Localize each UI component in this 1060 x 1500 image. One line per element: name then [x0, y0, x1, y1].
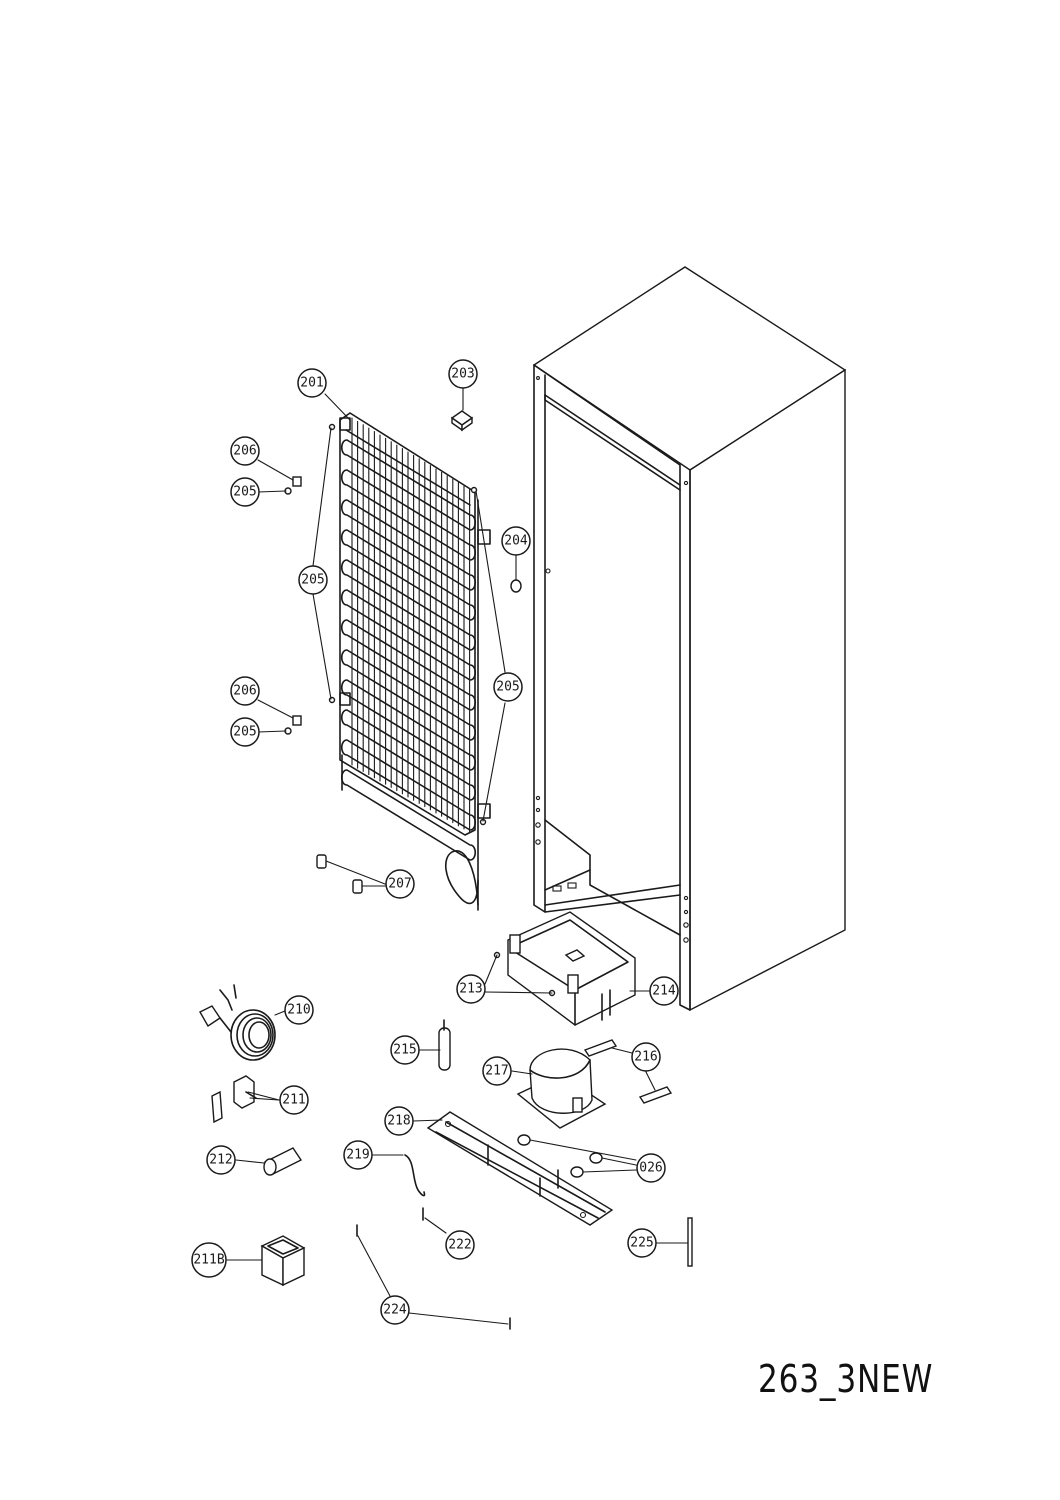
callout-206: 206: [230, 436, 260, 466]
svg-text:210: 210: [287, 1003, 310, 1018]
capacitor: [263, 1147, 303, 1176]
power-cord: [199, 984, 276, 1061]
callout-219: 219: [343, 1140, 373, 1170]
callout-215: 215: [390, 1035, 420, 1065]
callout-214: 214: [649, 976, 679, 1006]
svg-text:217: 217: [485, 1064, 508, 1079]
condenser-coil: [339, 412, 491, 911]
svg-text:211B: 211B: [193, 1253, 224, 1268]
svg-text:214: 214: [652, 984, 676, 999]
callout-205: 205: [298, 565, 328, 595]
svg-text:225: 225: [630, 1236, 653, 1251]
callout-206: 206: [230, 676, 260, 706]
filter-drier: [438, 1019, 451, 1071]
svg-text:213: 213: [459, 982, 482, 997]
callout-203: 203: [448, 359, 478, 389]
svg-text:215: 215: [393, 1043, 416, 1058]
callout-205: 205: [493, 672, 523, 702]
svg-text:224: 224: [383, 1303, 407, 1318]
rod-225: [687, 1217, 693, 1267]
callout-205: 205: [230, 717, 260, 747]
callout-224: 224: [380, 1295, 410, 1325]
earth-wire: [404, 1154, 426, 1197]
svg-text:218: 218: [387, 1114, 410, 1129]
svg-text:206: 206: [233, 444, 256, 459]
svg-text:222: 222: [448, 1238, 471, 1253]
callout-213: 213: [456, 974, 486, 1004]
svg-text:206: 206: [233, 684, 256, 699]
rubber-grommets: [517, 1134, 603, 1178]
callout-204: 204: [501, 526, 531, 556]
svg-text:205: 205: [233, 485, 256, 500]
callout-212: 212: [206, 1145, 236, 1175]
callout-211b: 211B: [191, 1242, 227, 1278]
drip-tray: [493, 911, 636, 1026]
svg-text:205: 205: [301, 573, 324, 588]
callout-217: 217: [482, 1056, 512, 1086]
leader-lines: [226, 387, 689, 1325]
relay: [211, 1075, 257, 1124]
callout-026: 026: [636, 1153, 666, 1183]
callout-labels: 201 203 206 205 204 205 205 206 205 207 …: [191, 359, 679, 1325]
svg-text:205: 205: [233, 725, 256, 740]
svg-text:207: 207: [388, 877, 411, 892]
callout-207: 207: [385, 869, 415, 899]
svg-text:211: 211: [282, 1093, 305, 1108]
callout-201: 201: [297, 368, 327, 398]
svg-text:201: 201: [300, 376, 323, 391]
svg-text:219: 219: [346, 1148, 369, 1163]
callout-218: 218: [384, 1106, 414, 1136]
starter-box: [260, 1235, 306, 1287]
svg-text:204: 204: [504, 534, 528, 549]
drawing-code: 263_3NEW: [758, 1357, 934, 1401]
cabinet: [532, 266, 847, 1012]
compressor: [516, 1048, 607, 1129]
svg-text:205: 205: [496, 680, 519, 695]
callout-216: 216: [631, 1042, 661, 1072]
base-plate: [426, 1111, 614, 1226]
callout-211: 211: [279, 1085, 309, 1115]
callout-225: 225: [627, 1228, 657, 1258]
svg-text:212: 212: [209, 1153, 232, 1168]
svg-text:203: 203: [451, 367, 474, 382]
callout-222: 222: [445, 1230, 475, 1260]
small-parts: [284, 410, 522, 894]
svg-text:026: 026: [639, 1161, 662, 1176]
svg-text:216: 216: [634, 1050, 657, 1065]
compressor-clips: [583, 1039, 673, 1104]
callout-205: 205: [230, 477, 260, 507]
callout-210: 210: [284, 995, 314, 1025]
